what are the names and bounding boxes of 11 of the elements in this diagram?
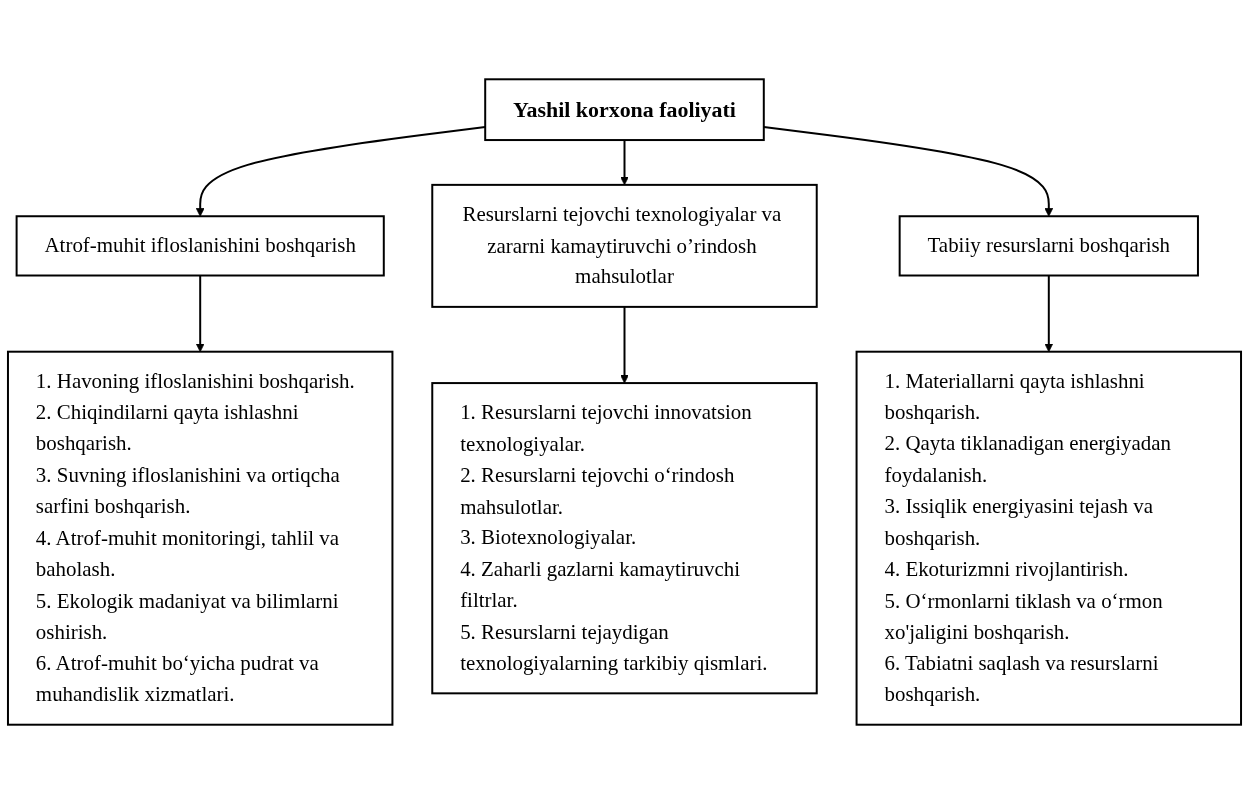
node-box: Tabiiy resurslarni boshqarish xyxy=(898,215,1199,277)
arrow xyxy=(195,274,205,353)
node-box: 1. Havoning ifloslanishini boshqarish. 2. Chiqindilarni qayta ishlashni boshqarish. 3. Suvning ifloslanishini va ortiqcha sarfini boshqarish. 4. Atrof-muhit monitoringi, tahlil va baholash. 5. Ekologik madaniyat va bilimlarni oshirish. 6. Atrof-muhit bo‘yicha pudrat va muhandislik xizmatlari. xyxy=(6,350,394,726)
node-box: 1. Resurslarni tejovchi innovatsion texnologiyalar. 2. Resurslarni tejovchi o‘rindosh mahsulotlar. 3. Biotexnologiyalar. 4. Zaharli gazlarni kamaytiruvchi filtrlar. 5. Resurslarni tejaydigan texnologiyalarning tarkibiy qismlari. xyxy=(431,382,818,695)
arrow xyxy=(620,139,629,186)
node-box: Atrof-muhit ifloslanishini boshqarish xyxy=(15,215,385,277)
node-box: 1. Materiallarni qayta ishlashni boshqarish. 2. Qayta tiklanadigan energiyadan foydalanish. 3. Issiqlik energiyasini tejash va boshqarish. 4. Ekoturizmni rivojlantirish. 5. O‘rmonlarni tiklash va o‘rmon xo'jaligini boshqarish. 6. Tabiatni saqlash va resurslarni boshqarish. xyxy=(855,350,1243,726)
arrow xyxy=(1044,274,1054,353)
node-box: Yashil korxona faoliyati xyxy=(484,78,765,142)
arrow xyxy=(620,305,629,384)
node-box: Resurslarni tejovchi texnologiyalar va zararni kamaytiruvchi o’rindosh mahsulotlar xyxy=(431,183,818,308)
